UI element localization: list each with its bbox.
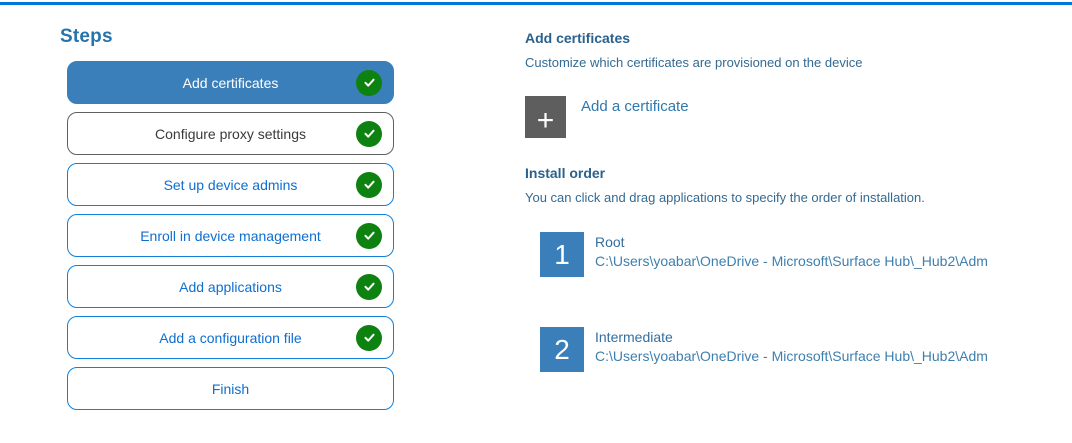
step-label: Set up device admins <box>163 176 298 193</box>
check-icon <box>356 273 382 300</box>
steps-title: Steps <box>60 26 113 47</box>
step-configure-proxy-settings[interactable]: Configure proxy settings <box>67 112 394 155</box>
add-certificate-label: Add a certificate <box>581 98 689 115</box>
add-certificates-panel: Add certificates Customize which certifi… <box>525 30 1065 372</box>
check-icon <box>356 120 382 147</box>
order-number-badge: 1 <box>540 232 584 277</box>
step-label: Add applications <box>179 278 282 295</box>
order-number-badge: 2 <box>540 327 584 372</box>
panel-title: Add certificates <box>525 30 631 46</box>
plus-icon: + <box>525 96 566 138</box>
certificate-path: C:\Users\yoabar\OneDrive - Microsoft\Sur… <box>595 253 988 269</box>
install-order-item-root[interactable]: 1 Root C:\Users\yoabar\OneDrive - Micros… <box>540 232 1070 277</box>
certificate-name: Intermediate <box>595 329 673 345</box>
top-accent-bar <box>0 2 1072 5</box>
check-icon <box>356 222 382 249</box>
install-order-item-intermediate[interactable]: 2 Intermediate C:\Users\yoabar\OneDrive … <box>540 327 1070 372</box>
check-icon <box>356 69 382 96</box>
certificate-name: Root <box>595 234 625 250</box>
step-label: Add certificates <box>182 74 279 91</box>
check-icon <box>356 324 382 351</box>
step-add-certificates[interactable]: Add certificates <box>67 61 394 104</box>
step-label: Configure proxy settings <box>155 125 306 142</box>
panel-subtitle: Customize which certificates are provisi… <box>525 55 863 70</box>
steps-list: Add certificates Configure proxy setting… <box>67 61 394 410</box>
check-icon <box>356 171 382 198</box>
certificate-path: C:\Users\yoabar\OneDrive - Microsoft\Sur… <box>595 348 988 364</box>
step-label: Enroll in device management <box>140 227 321 244</box>
step-enroll-in-device-management[interactable]: Enroll in device management <box>67 214 394 257</box>
step-finish[interactable]: Finish <box>67 367 394 410</box>
step-set-up-device-admins[interactable]: Set up device admins <box>67 163 394 206</box>
install-order-subtitle: You can click and drag applications to s… <box>525 190 925 205</box>
step-label: Add a configuration file <box>159 329 302 346</box>
add-certificate-button[interactable]: + Add a certificate <box>525 96 689 138</box>
steps-sidebar: Steps Add certificates Configure proxy s… <box>60 26 394 410</box>
install-order-title: Install order <box>525 165 606 181</box>
step-add-a-configuration-file[interactable]: Add a configuration file <box>67 316 394 359</box>
step-add-applications[interactable]: Add applications <box>67 265 394 308</box>
step-label: Finish <box>211 380 250 397</box>
